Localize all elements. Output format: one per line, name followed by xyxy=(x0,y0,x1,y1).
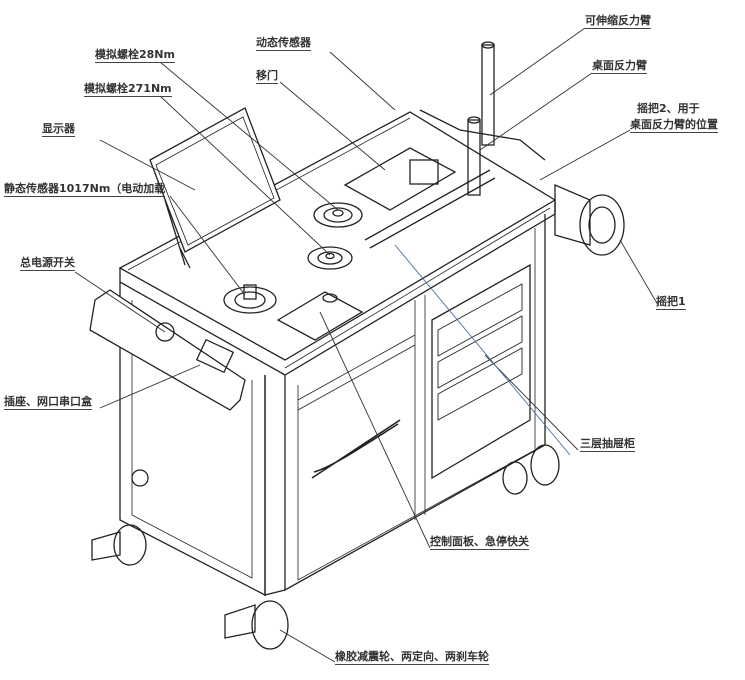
bolt-28nm xyxy=(313,202,363,228)
label-drawers: 三层抽屉柜 xyxy=(580,437,635,452)
dynamic-sensor xyxy=(409,159,439,185)
wheels xyxy=(91,444,560,650)
label-socket-box: 插座、网口串口盒 xyxy=(4,395,92,410)
label-telescopic-arm: 可伸缩反力臂 xyxy=(585,14,651,29)
static-sensor xyxy=(223,284,277,314)
label-crank2-line2: 桌面反力臂的位置 xyxy=(630,118,718,133)
label-crank1: 摇把1 xyxy=(656,295,686,310)
label-dynamic-sensor: 动态传感器 xyxy=(256,36,311,51)
label-bolt-271: 模拟螺栓271Nm xyxy=(84,82,172,97)
label-wheels: 橡胶减震轮、两定向、两刹车轮 xyxy=(335,650,489,665)
brand-logo xyxy=(311,419,401,479)
label-desk-arm: 桌面反力臂 xyxy=(592,59,647,74)
label-control-panel: 控制面板、急停快关 xyxy=(430,535,529,550)
label-display: 显示器 xyxy=(42,122,75,137)
drawer-cabinet xyxy=(431,263,531,480)
leader-lines xyxy=(74,27,659,663)
display-monitor xyxy=(149,107,281,269)
sliding-door xyxy=(343,147,457,211)
power-switch xyxy=(155,322,175,342)
label-bolt-28: 模拟螺栓28Nm xyxy=(95,48,175,63)
control-panel xyxy=(276,291,364,341)
label-power-switch: 总电源开关 xyxy=(20,256,75,271)
label-static-sensor: 静态传感器1017Nm（电动加载 xyxy=(4,182,166,197)
socket-box xyxy=(195,338,235,374)
push-handle xyxy=(89,289,246,411)
desk-arm xyxy=(467,116,481,196)
crank-1 xyxy=(554,184,625,256)
label-crank2-line1: 摇把2、用于 xyxy=(637,102,700,115)
label-sliding-door: 移门 xyxy=(256,69,278,84)
bolt-271nm xyxy=(307,246,353,270)
